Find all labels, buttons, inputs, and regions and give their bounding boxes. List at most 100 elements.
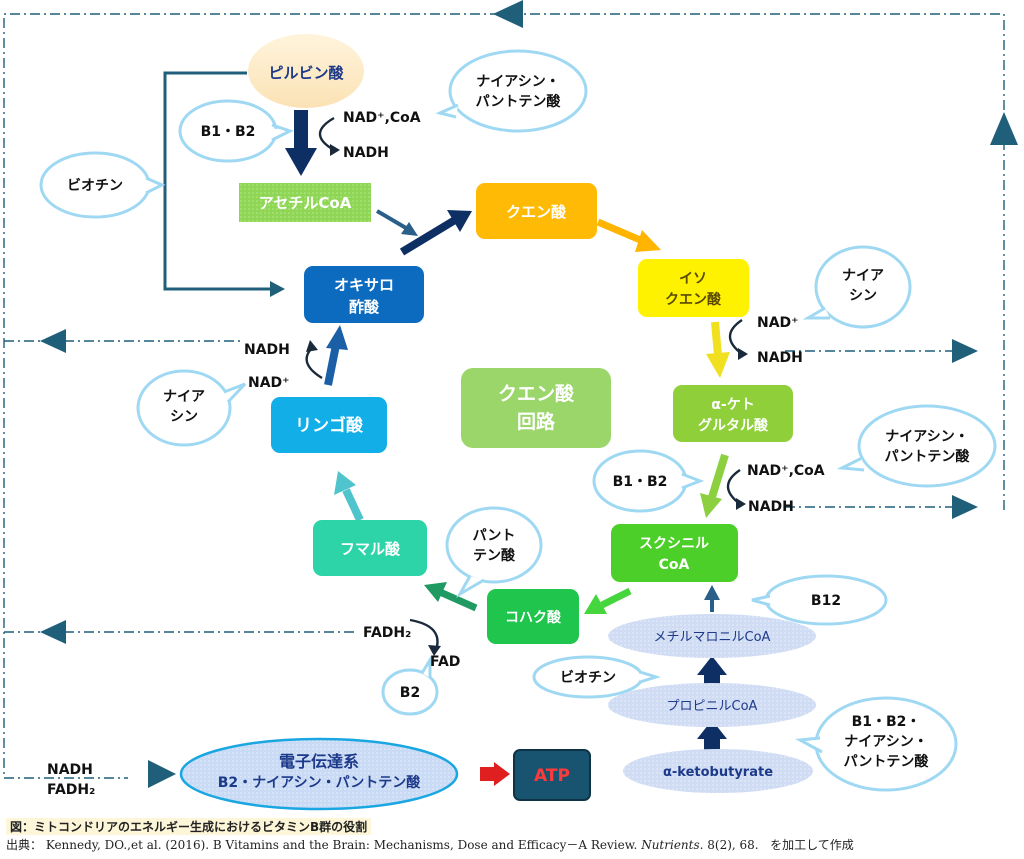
text-b1b2-niacin-panto-1: B1・B2・ xyxy=(852,714,921,730)
text-b1b2-niacin-panto-2: ナイアシン・ xyxy=(844,734,927,750)
node-succinylcoa xyxy=(611,524,738,582)
node-atp xyxy=(513,749,591,801)
label-isocitrate-2: クエン酸 xyxy=(665,291,722,308)
label-isocitrate-1: イソ xyxy=(679,271,707,287)
bubble-pantothenic xyxy=(445,506,543,599)
label-oxaloacetate-2: 酢酸 xyxy=(349,298,380,316)
text-nad-coa-top: NAD⁺,CoA xyxy=(343,110,421,126)
text-fadh2-bottom: FADH₂ xyxy=(47,782,95,798)
nadh-return-loop xyxy=(3,13,1005,779)
text-nadh-bottom: NADH xyxy=(47,762,93,778)
label-oxaloacetate-1: オキサロ xyxy=(334,276,394,294)
text-b1b2-niacin-panto-3: パントテン酸 xyxy=(844,753,930,770)
text-nadh-right: NADH xyxy=(757,350,803,366)
text-niacin-right-1: ナイア xyxy=(842,268,884,284)
text-pantothenic-1: パント xyxy=(473,528,516,544)
label-aketobutyrate: α-ketobutyrate xyxy=(663,765,773,780)
cofactor-labels: NAD⁺,CoA NADH NAD⁺ NADH NAD⁺,CoA NADH NA… xyxy=(47,110,825,798)
node-methylmalonyl xyxy=(608,614,816,658)
node-oxaloacetate xyxy=(304,266,424,323)
text-b2: B2 xyxy=(400,685,420,701)
bubble-niacin-right xyxy=(802,245,912,329)
loop-arrow-up-icon xyxy=(990,112,1018,145)
node-cycle xyxy=(461,368,611,448)
source-prefix: 出典： Kennedy, DO.,et al. (2016). B Vitami… xyxy=(6,838,642,852)
bubble-b1b2-right xyxy=(592,449,705,513)
label-pyruvate: ピルビン酸 xyxy=(268,64,344,82)
bubble-b1b2-top xyxy=(178,99,294,163)
node-labels: ピルビン酸 アセチルCoA クエン酸 イソ クエン酸 α-ケト グルタル酸 スク… xyxy=(218,64,773,791)
node-succinate xyxy=(487,589,579,644)
label-akg-2: グルタル酸 xyxy=(698,417,769,434)
text-b12: B12 xyxy=(811,593,841,609)
loop-arrow-left2-icon xyxy=(40,620,66,644)
label-etc-2: B2・ナイアシン・パントテン酸 xyxy=(218,774,422,791)
text-pantothenic-2: テン酸 xyxy=(473,547,516,564)
text-b1b2-right: B1・B2 xyxy=(613,474,668,490)
bubble-b1b2-niacin-panto xyxy=(795,696,958,792)
figure-caption-source: 出典： Kennedy, DO.,et al. (2016). B Vitami… xyxy=(6,836,854,853)
label-cycle-1: クエン酸 xyxy=(498,382,575,405)
label-malate: リンゴ酸 xyxy=(295,415,364,436)
text-nadh-top: NADH xyxy=(343,145,389,161)
label-akg-1: α-ケト xyxy=(711,397,754,413)
loop-arrow-bottom-icon xyxy=(148,760,176,788)
text-fadh2: FADH₂ xyxy=(363,625,411,641)
bubble-biotin-bottom xyxy=(532,655,662,699)
label-etc-1: 電子伝達系 xyxy=(279,752,359,771)
node-etc xyxy=(179,737,459,811)
loop-arrowheads xyxy=(40,0,1018,788)
bubble-labels: B1・B2 ナイアシン・ パントテン酸 ビオチン ナイア シン ナイア シン ナ… xyxy=(67,74,970,770)
node-aketobutyrate xyxy=(623,749,813,793)
node-fumarate xyxy=(313,520,427,576)
label-acetylcoa: アセチルCoA xyxy=(259,194,352,212)
text-b1b2-top: B1・B2 xyxy=(201,124,256,140)
bubble-niacin-left xyxy=(136,369,247,447)
node-malate xyxy=(271,397,387,453)
bubble-b2 xyxy=(381,654,439,716)
source-journal: Nutrients xyxy=(641,838,700,852)
label-atp: ATP xyxy=(534,766,570,786)
bubble-b12 xyxy=(751,574,888,626)
text-niacin-panto-top-2: パントテン酸 xyxy=(476,93,562,110)
text-nadh-left: NADH xyxy=(244,342,290,358)
cofactor-arrowheads xyxy=(306,144,748,656)
loop-arrow-right2-icon xyxy=(952,495,978,519)
text-niacin-left-2: シン xyxy=(170,409,198,425)
node-pyruvate xyxy=(248,34,364,108)
bubble-niacin-panto-right xyxy=(836,404,997,488)
figure-caption-title: 図：ミトコンドリアのエネルギー生成におけるビタミンB群の役割 xyxy=(6,818,372,835)
text-nadh-right2: NADH xyxy=(748,499,794,515)
text-niacin-panto-right-1: ナイアシン・ xyxy=(885,429,968,445)
label-succinate: コハク酸 xyxy=(505,609,562,626)
text-niacin-right-2: シン xyxy=(849,288,877,304)
text-nad-coa-right: NAD⁺,CoA xyxy=(747,463,825,479)
nodes xyxy=(179,34,816,811)
bracket-arrowhead-icon xyxy=(270,281,285,297)
text-biotin-bottom: ビオチン xyxy=(560,670,616,686)
text-nad-left: NAD⁺ xyxy=(248,375,290,391)
node-acetylcoa xyxy=(239,183,371,222)
label-citrate: クエン酸 xyxy=(506,203,567,221)
bubble-biotin-left xyxy=(39,151,166,219)
text-nad-right: NAD⁺ xyxy=(757,315,799,331)
loop-arrow-top-icon xyxy=(493,0,523,28)
label-propionyl: プロピニルCoA xyxy=(667,699,758,714)
text-niacin-left-1: ナイア xyxy=(163,389,205,405)
text-niacin-panto-right-2: パントテン酸 xyxy=(885,448,971,465)
loop-arrow-right1-icon xyxy=(952,339,978,363)
bubbles xyxy=(39,49,997,792)
label-methylmalonyl: メチルマロニルCoA xyxy=(654,630,771,645)
text-biotin-left: ビオチン xyxy=(67,178,123,194)
node-akg xyxy=(673,385,793,442)
loop-arrow-left1-icon xyxy=(40,329,66,353)
bubble-niacin-panto-top xyxy=(435,49,588,133)
text-niacin-panto-top-1: ナイアシン・ xyxy=(476,74,559,90)
pathway-arrows xyxy=(285,110,730,786)
node-propionyl xyxy=(608,683,816,727)
label-fumarate: フマル酸 xyxy=(340,540,401,558)
source-note: を加工して作成 xyxy=(770,838,854,852)
label-succinylcoa-2: CoA xyxy=(659,557,690,573)
pyruvate-carboxylation-path xyxy=(163,71,272,291)
